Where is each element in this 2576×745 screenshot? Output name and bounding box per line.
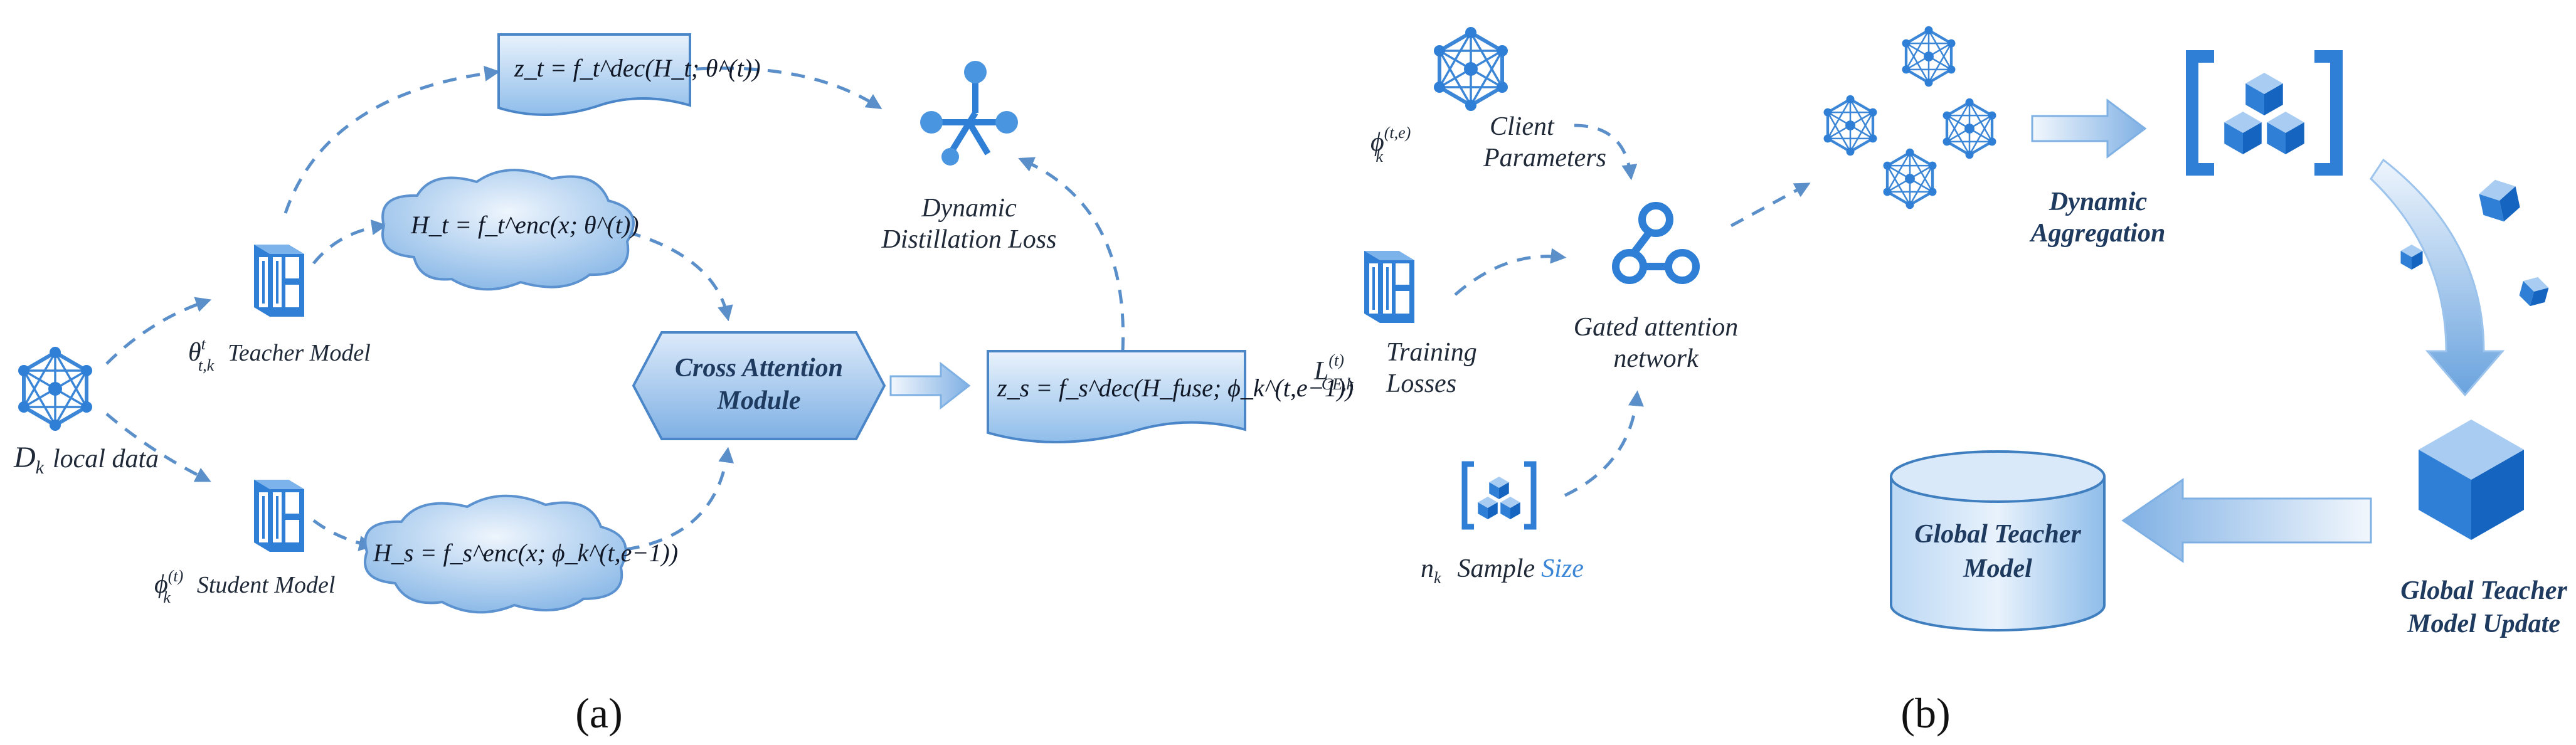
dynamic-aggregation-title: Dynamic [2049,188,2148,216]
caption-a: (a) [575,689,622,737]
arrow-hs-to-cross [602,446,734,554]
cube-icon [2517,273,2551,310]
global-update-title: Global Teacher [2400,576,2567,605]
client-network-icon [1902,26,1956,87]
arrow-data-to-student [105,413,211,482]
global-update-subtitle: Model Update [2407,610,2560,638]
arrow-gate-to-clients [1730,182,1811,228]
panel-b: ϕ(t,e)k Client Parameters L(t)CE,k Train… [1313,26,2567,737]
gated-network-subtitle: network [1613,344,1699,373]
arrow-zt-to-loss [696,66,883,110]
global-teacher-model-cylinder: Global Teacher Model [1890,450,2106,631]
aggregation-icon [2186,50,2343,176]
cross-attention-module: Cross Attention Module [632,331,886,440]
cross-attention-title: Cross Attention [675,354,843,383]
arrow-ht-to-cross [627,230,733,322]
ht-cloud: H_t = f_t^enc(x; θ^(t)) [381,169,639,291]
zt-formula: z_t = f_t^dec(H_t; θ^(t)) [514,54,761,82]
arrow-aggregation-to-update [2370,158,2505,397]
client-params-symbol: ϕ(t,e)k [1370,124,1411,166]
global-update-cube-icon [2419,420,2524,540]
arrow-params-to-gate [1574,124,1638,181]
training-losses-label-2: Losses [1386,369,1456,398]
hs-cloud: H_s = f_s^enc(x; ϕ_k^(t,e−1)) [364,494,678,614]
arrow-clients-to-aggregation [2031,98,2147,159]
client-params-label-2: Parameters [1483,144,1606,172]
client-network-icon [1884,149,1937,209]
distillation-loss-title: Dynamic [921,194,1017,223]
ht-formula: H_t = f_t^enc(x; θ^(t)) [410,211,639,239]
zs-formula: z_s = f_s^dec(H_fuse; ϕ_k^(t,e−1)) [997,374,1354,402]
gated-network-title: Gated attention [1574,313,1738,342]
training-losses-label-1: Training [1386,338,1477,367]
hs-formula: H_s = f_s^enc(x; ϕ_k^(t,e−1)) [373,539,678,567]
arrow-update-to-global [2121,478,2372,563]
global-teacher-model-subtitle: Model [1963,554,2032,583]
cube-icon [2400,245,2423,270]
client-network-icon [1824,95,1877,156]
training-losses-symbol: L(t)CE,k [1313,351,1354,393]
arrow-losses-to-gate [1454,248,1567,296]
distillation-loss-icon [920,61,1018,166]
arrow-cross-to-zs [889,361,971,410]
zt-output-box: z_t = f_t^dec(H_t; θ^(t)) [497,33,761,117]
client-network-icon [1943,98,1996,159]
arrow-zs-to-loss [1018,157,1125,352]
dynamic-aggregation-subtitle: Aggregation [2029,219,2166,248]
cross-attention-subtitle: Module [716,386,800,415]
cube-icon [2476,176,2523,226]
caption-b: (b) [1900,689,1950,737]
client-params-label-1: Client [1490,112,1555,141]
client-params-network-icon [1434,27,1508,111]
arrow-student-to-hs [312,519,375,551]
arrow-teacher-to-ht [312,219,388,265]
arrow-data-to-teacher [105,297,212,365]
student-model-icon [254,480,304,552]
global-teacher-model-title: Global Teacher [1914,520,2081,549]
dataset-network-icon [18,347,92,431]
sample-size-icon [1461,461,1537,530]
arrow-teacher-to-zt [284,65,501,214]
distillation-loss-subtitle: Distillation Loss [881,225,1057,254]
gated-attention-icon [1612,202,1700,284]
zs-output-box: z_s = f_s^dec(H_fuse; ϕ_k^(t,e−1)) [987,350,1354,443]
training-losses-icon [1364,251,1414,323]
arrow-samples-to-gate [1564,390,1644,497]
teacher-model-icon [254,245,304,317]
